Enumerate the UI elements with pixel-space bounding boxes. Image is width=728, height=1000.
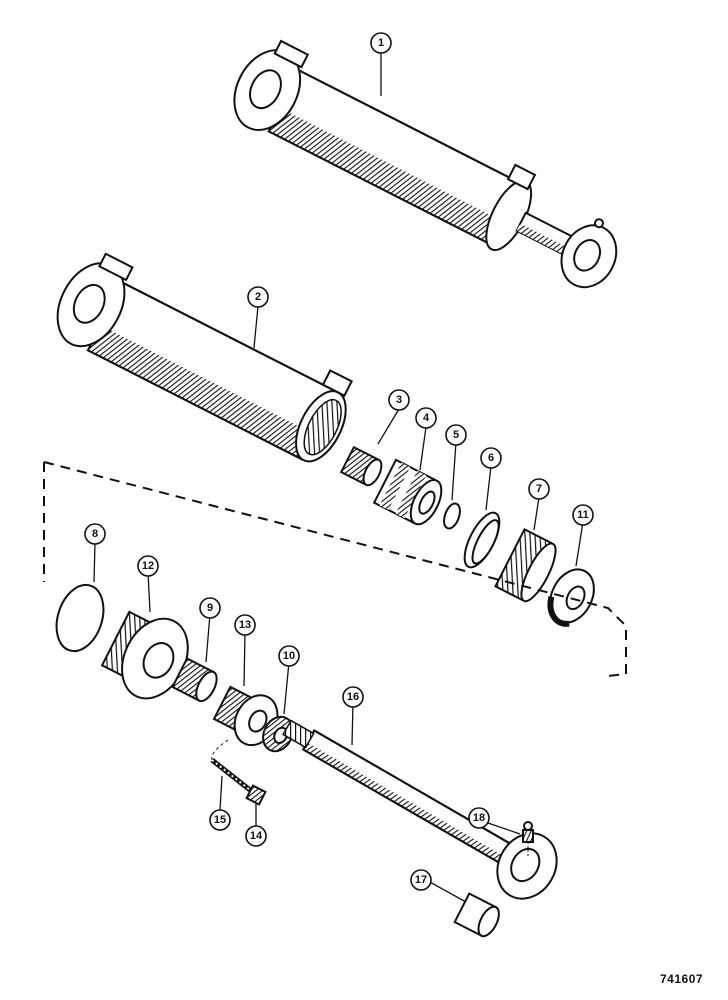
svg-text:10: 10: [283, 650, 295, 662]
callout-4: 4: [415, 407, 437, 429]
svg-text:18: 18: [473, 812, 485, 824]
callout-18: 18: [468, 807, 490, 829]
svg-text:12: 12: [142, 560, 154, 572]
callout-16: 16: [342, 686, 364, 708]
drawing-number: 741607: [660, 972, 704, 986]
nut-part-3: [339, 445, 383, 487]
nut-part-14: [245, 784, 267, 806]
svg-text:14: 14: [250, 830, 263, 842]
callout-7: 7: [528, 478, 550, 500]
callout-9: 9: [199, 597, 221, 619]
callout-11: 11: [572, 504, 594, 526]
leader-lines: [93, 52, 584, 903]
flange-part-13: [212, 685, 279, 747]
gland-part-12: [100, 610, 189, 700]
svg-text:3: 3: [396, 394, 402, 406]
callout-8: 8: [84, 523, 106, 545]
callout-17: 17: [410, 869, 432, 891]
callout-6: 6: [480, 447, 502, 469]
svg-text:5: 5: [453, 429, 459, 441]
piston-rod-part-16: [282, 719, 558, 900]
svg-text:9: 9: [207, 602, 213, 614]
cylinder-barrel-part-2: [56, 252, 353, 463]
callout-13: 13: [234, 614, 256, 636]
callout-15: 15: [209, 809, 231, 831]
svg-text:1: 1: [378, 37, 384, 49]
svg-text:4: 4: [423, 412, 430, 424]
group-bracket: [43, 461, 627, 677]
ring-part-6: [463, 511, 501, 569]
callout-12: 12: [137, 555, 159, 577]
svg-text:8: 8: [92, 528, 98, 540]
piston-part-4: [372, 458, 443, 526]
callout-10: 10: [278, 645, 300, 667]
svg-text:13: 13: [239, 619, 251, 631]
o-ring-part-5: [443, 502, 461, 530]
bushing-part-17: [453, 892, 500, 938]
o-ring-part-8: [55, 583, 105, 653]
svg-text:15: 15: [214, 814, 226, 826]
wiper-part-11: [547, 568, 595, 627]
callout-2: 2: [247, 286, 269, 308]
callout-14: 14: [245, 825, 267, 847]
svg-text:17: 17: [415, 874, 427, 886]
bushing-part-9: [171, 657, 218, 703]
callout-3: 3: [388, 389, 410, 411]
callout-5: 5: [445, 424, 467, 446]
svg-text:7: 7: [536, 483, 542, 495]
svg-text:11: 11: [577, 509, 589, 521]
cylinder-assembly-part-1: [233, 39, 618, 289]
svg-text:6: 6: [488, 452, 494, 464]
svg-text:16: 16: [347, 691, 359, 703]
callout-1: 1: [370, 32, 392, 54]
seal-part-10: [262, 715, 294, 753]
bolt-part-15: [210, 739, 252, 792]
grease-fitting-part-18: [522, 821, 534, 856]
svg-text:2: 2: [255, 291, 261, 303]
